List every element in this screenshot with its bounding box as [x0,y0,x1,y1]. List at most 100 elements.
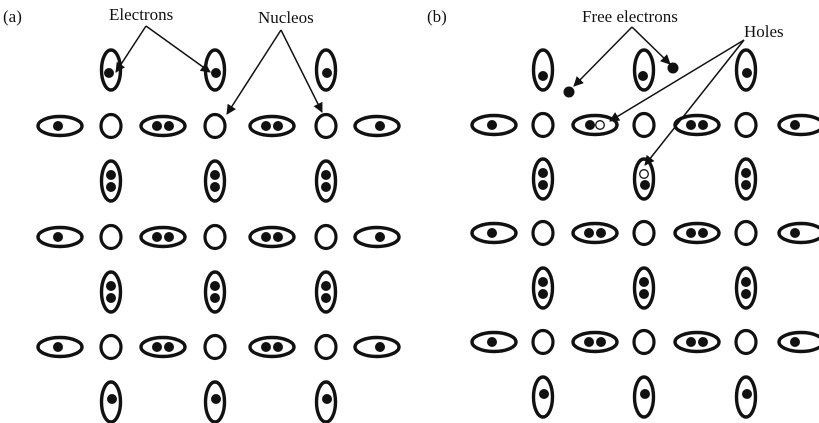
electron [790,120,800,130]
vertical-bond [203,380,227,423]
electron [53,121,63,131]
electron [152,121,162,131]
electron [741,289,751,299]
electron [686,120,696,130]
bond-outline [734,48,758,92]
bond-outline [734,157,758,201]
horizontal-bond [353,335,401,359]
electron [164,121,174,131]
bond-outline [203,380,227,423]
horizontal-bond [139,225,187,249]
electron [698,337,708,347]
nucleus [632,219,656,247]
vertical-bond [632,375,656,419]
electron [596,228,606,238]
bond-outline [36,225,84,249]
electron [321,182,331,192]
nucleos-arrow-right [280,29,323,113]
horizontal-bond [248,225,296,249]
electron [596,337,606,347]
horizontal-bond [571,221,619,245]
electron [273,121,283,131]
bond-outline [777,330,819,354]
nucleus [99,112,123,140]
vertical-bond [99,380,123,423]
electron [211,394,221,404]
electron [698,228,708,238]
nucleus [203,223,227,251]
horizontal-bond [470,221,518,245]
bond-outline [248,225,296,249]
electrons-arrow-left [115,25,147,73]
bond-outline [36,335,84,359]
horizontal-bond [353,225,401,249]
free-electrons-label: Free electrons [582,7,678,26]
electron [790,228,800,238]
electron [152,232,162,242]
lattice-panel-a [36,48,401,423]
bond-outline [203,270,227,314]
bond-outline [139,335,187,359]
bond-outline [248,335,296,359]
holes-arrow-lower [644,39,745,166]
horizontal-bond [673,113,721,137]
bond-outline [203,159,227,203]
bond-outline [531,266,555,310]
nucleus [314,333,338,361]
nucleus [531,111,555,139]
nucleus [734,111,758,139]
electron [106,281,116,291]
electron [210,182,220,192]
horizontal-bond [777,330,819,354]
vertical-bond [203,270,227,314]
electron [584,228,594,238]
horizontal-bond [353,114,401,138]
holes-arrows [609,39,745,166]
lattice-panel-b [470,48,819,419]
free-electrons-arrow-left [573,26,633,87]
electron [210,293,220,303]
horizontal-bond [777,113,819,137]
vertical-bond [314,380,338,423]
electron [538,277,548,287]
electron [375,121,385,131]
bond-outline [470,113,518,137]
vertical-bond [314,48,338,92]
bond-outline [777,221,819,245]
electron [640,180,650,190]
free-electrons-arrows [573,26,671,87]
free-electron [563,86,575,98]
electron [741,180,751,190]
electron [321,170,331,180]
electron [640,389,650,399]
vertical-bond [531,157,555,201]
electron [321,293,331,303]
bond-outline [99,270,123,314]
electron [273,232,283,242]
vertical-bond [99,270,123,314]
bond-outline [314,380,338,423]
nucleus [203,333,227,361]
electron [487,228,497,238]
electron [164,232,174,242]
nucleos-label: Nucleos [258,8,314,27]
electron [106,182,116,192]
horizontal-bond [571,330,619,354]
vertical-bond [632,266,656,310]
electron [487,337,497,347]
horizontal-bond [470,330,518,354]
vertical-bond [203,159,227,203]
electron [322,394,332,404]
nucleos-arrow-left [226,29,282,115]
holes-arrow-upper [609,39,745,122]
bond-outline [470,330,518,354]
electron [538,289,548,299]
electron [261,121,271,131]
electron [686,337,696,347]
electron [741,168,751,178]
vertical-bond [632,157,656,201]
hole [639,169,649,179]
bond-outline [353,335,401,359]
vertical-bond [734,48,758,92]
nucleus [632,328,656,356]
